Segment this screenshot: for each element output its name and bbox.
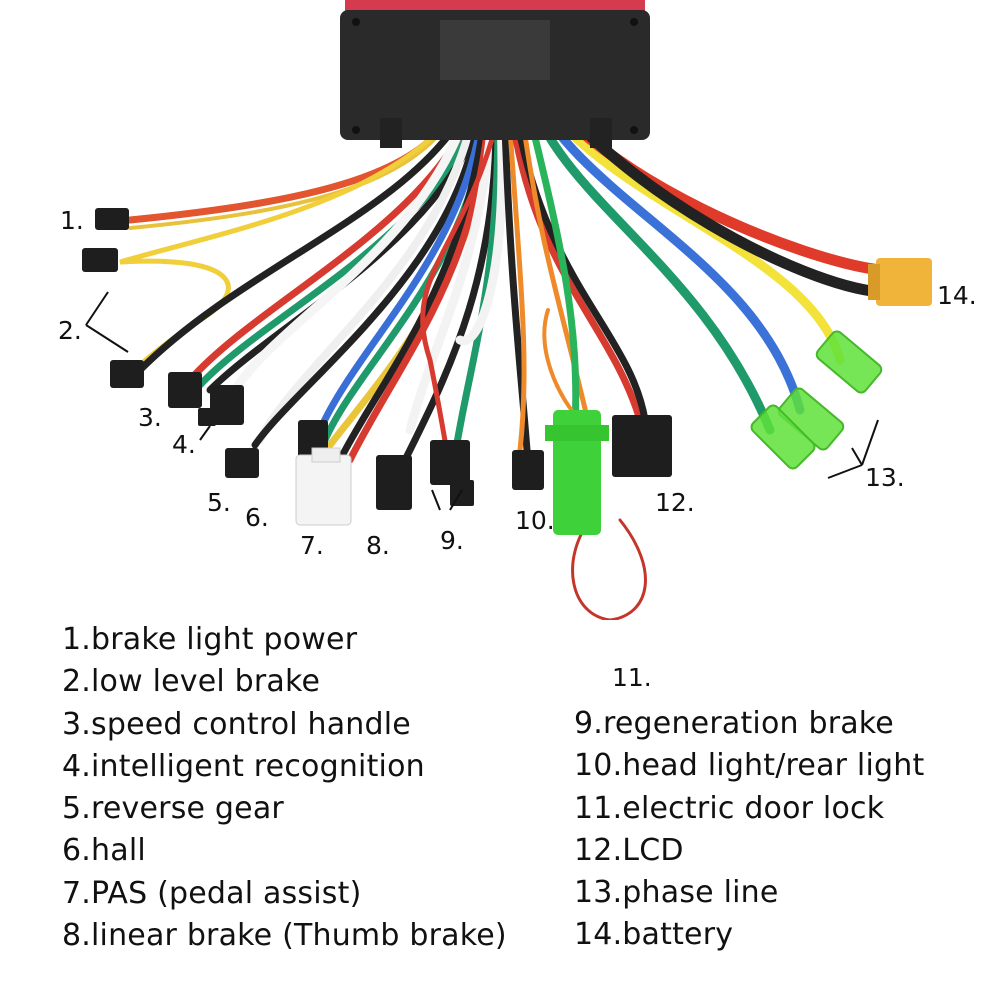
wire-door-green (522, 96, 580, 434)
callout-1: 1. (60, 206, 84, 235)
arrow-2a (85, 291, 109, 326)
arrow-9b (449, 489, 463, 511)
legend-left: 1.brake light power 2.low level brake 3.… (62, 619, 507, 957)
callout-3: 3. (138, 403, 162, 432)
connector-throttle (168, 372, 202, 408)
wire-light-orange (505, 97, 527, 453)
connector-reverse (225, 448, 259, 478)
connector-door-lock (553, 410, 601, 535)
arrow-13a (861, 419, 879, 466)
callout-14: 14. (937, 281, 977, 310)
callout-12: 12. (655, 488, 695, 517)
connector-phase-green (750, 404, 816, 470)
legend-item-13: 13.phase line (574, 875, 779, 911)
callout-9: 9. (440, 526, 464, 555)
legend-item-12: 12.LCD (574, 832, 684, 868)
callout-7: 7. (300, 531, 324, 560)
wire-hall-blue (316, 96, 488, 434)
arrow-2b (85, 324, 129, 353)
legend-item-4: 4.intelligent recognition (62, 748, 425, 784)
legend-item-7: 7.PAS (pedal assist) (62, 875, 362, 911)
connector-phase-yellow (815, 330, 883, 394)
wire-reverse-white (256, 96, 480, 444)
connector-linear-brake (376, 455, 412, 510)
legend-item-2: 2.low level brake (62, 664, 321, 700)
callout-5: 5. (207, 488, 231, 517)
legend-item-3: 3.speed control handle (62, 706, 411, 742)
callout-2: 2. (58, 316, 82, 345)
arrow-13b (827, 464, 863, 479)
legend-item-6: 6.hall (62, 833, 146, 869)
wire-regen-red (420, 97, 505, 473)
callout-4: 4. (172, 430, 196, 459)
legend-right: 9.regeneration brake 10.head light/rear … (574, 703, 924, 957)
callout-13: 13. (865, 463, 905, 492)
connector-pas (295, 454, 352, 526)
connector-recognition-2 (198, 408, 216, 426)
arrow-13c (851, 447, 863, 466)
wire-recognition-white (225, 95, 475, 405)
connector-low-brake (82, 248, 118, 272)
callout-6: 6. (245, 503, 269, 532)
legend-item-8: 8.linear brake (Thumb brake) (62, 918, 507, 954)
legend-item-14: 14.battery (574, 917, 734, 953)
connector-lcd (612, 415, 672, 477)
wire-lcd-red (506, 96, 644, 424)
arrow-9a (431, 489, 441, 511)
door-lock-loop (571, 518, 647, 620)
legend-item-5: 5.reverse gear (62, 791, 284, 827)
legend-item-11: 11.electric door lock (574, 790, 885, 826)
controller-wiring-illustration (82, 0, 932, 620)
wire-regen-white (455, 95, 507, 346)
legend-item-10: 10.head light/rear light (574, 748, 925, 784)
callout-11: 11. (612, 663, 652, 692)
connector-recognition (210, 385, 244, 425)
connector-light (512, 450, 544, 490)
connector-low-brake-2 (110, 360, 144, 388)
connector-brake-light (95, 208, 129, 230)
legend-item-9: 9.regeneration brake (574, 706, 894, 741)
callout-8: 8. (366, 531, 390, 560)
wire-reverse-black (251, 96, 484, 449)
callout-10: 10. (515, 506, 555, 535)
arrow-4 (199, 425, 211, 441)
wire-lcd-black (510, 96, 649, 424)
legend-item-1: 1.brake light power (62, 622, 358, 657)
connector-battery (876, 258, 932, 306)
connector-regen (430, 440, 470, 485)
